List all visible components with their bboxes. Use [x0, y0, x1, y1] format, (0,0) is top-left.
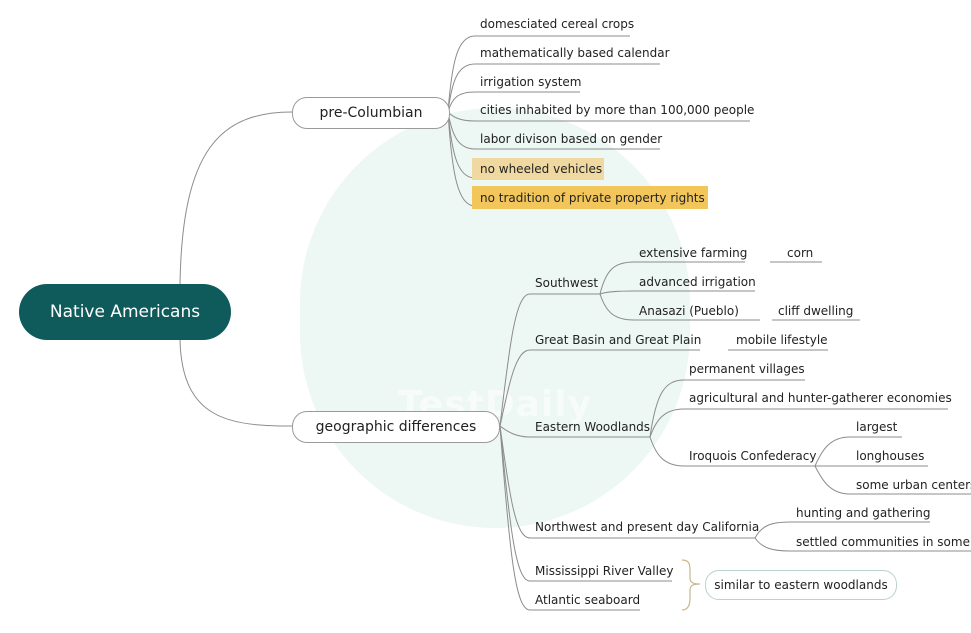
link-geo-at [499, 425, 640, 611]
region-eastern-woodlands[interactable]: Eastern Woodlands [535, 420, 651, 434]
link-geo-gb [499, 349, 700, 427]
sw-cliff[interactable]: cliff dwelling [778, 304, 854, 318]
link-root-geo [179, 339, 293, 427]
link-sw-2 [599, 290, 755, 295]
region-southwest[interactable]: Southwest [535, 276, 599, 290]
link-geo-ew [499, 425, 650, 438]
link-iq-3 [814, 465, 971, 495]
link-nw-1 [754, 521, 930, 539]
iq-item-2[interactable]: longhouses [856, 449, 925, 463]
branch-geographic-differences[interactable]: geographic differences [292, 411, 500, 443]
sw-item-3[interactable]: Anasazi (Pueblo) [639, 304, 739, 318]
region-great-basin[interactable]: Great Basin and Great Plain [535, 333, 702, 347]
root-node[interactable]: Native Americans [19, 284, 231, 340]
link-nw-2 [754, 537, 971, 552]
highlight-no-property [472, 186, 708, 209]
pre-item-7[interactable]: no tradition of private property rights [480, 191, 705, 205]
link-pre-2 [447, 63, 660, 113]
pre-item-1[interactable]: domesciated cereal crops [480, 17, 635, 31]
pre-item-3[interactable]: irrigation system [480, 75, 582, 89]
ew-item-3[interactable]: Iroquois Confederacy [689, 449, 817, 463]
gb-child[interactable]: mobile lifestyle [736, 333, 828, 347]
sw-item-1[interactable]: extensive farming [639, 246, 748, 260]
highlight-no-wheeled [472, 158, 604, 180]
region-northwest[interactable]: Northwest and present day California [535, 520, 760, 534]
region-atlantic[interactable]: Atlantic seaboard [535, 593, 641, 607]
link-geo-nw [499, 425, 755, 539]
link-pre-1 [447, 35, 630, 113]
similar-node[interactable]: similar to eastern woodlands [705, 570, 897, 600]
iq-item-1[interactable]: largest [856, 420, 898, 434]
link-sw-1 [599, 261, 745, 295]
link-geo-ms [499, 425, 672, 582]
region-mississippi[interactable]: Mississippi River Valley [535, 564, 674, 578]
link-ew-1 [649, 379, 805, 438]
link-iq-1 [814, 436, 902, 467]
link-pre-7 [447, 111, 476, 207]
ew-item-1[interactable]: permanent villages [689, 362, 805, 376]
iq-item-3[interactable]: some urban centers [856, 478, 971, 492]
link-root-pre [179, 111, 293, 286]
pre-item-6[interactable]: no wheeled vehicles [480, 162, 603, 176]
link-ew-2 [649, 408, 948, 438]
link-ew-3 [649, 436, 815, 467]
branch-pre-columbian[interactable]: pre-Columbian [292, 97, 450, 129]
sw-corn[interactable]: corn [787, 246, 814, 260]
pre-item-2[interactable]: mathematically based calendar [480, 46, 670, 60]
nw-item-1[interactable]: hunting and gathering [796, 506, 931, 520]
pre-item-4[interactable]: cities inhabited by more than 100,000 pe… [480, 103, 755, 117]
pre-item-5[interactable]: labor divison based on gender [480, 132, 663, 146]
link-pre-5 [447, 111, 660, 150]
ew-item-2[interactable]: agricultural and hunter-gatherer economi… [689, 391, 952, 405]
link-sw-3 [599, 293, 760, 321]
nw-item-2[interactable]: settled communities in some p [796, 535, 971, 549]
sw-item-2[interactable]: advanced irrigation [639, 275, 756, 289]
link-geo-sw [499, 293, 600, 427]
grouping-brace [681, 559, 701, 611]
